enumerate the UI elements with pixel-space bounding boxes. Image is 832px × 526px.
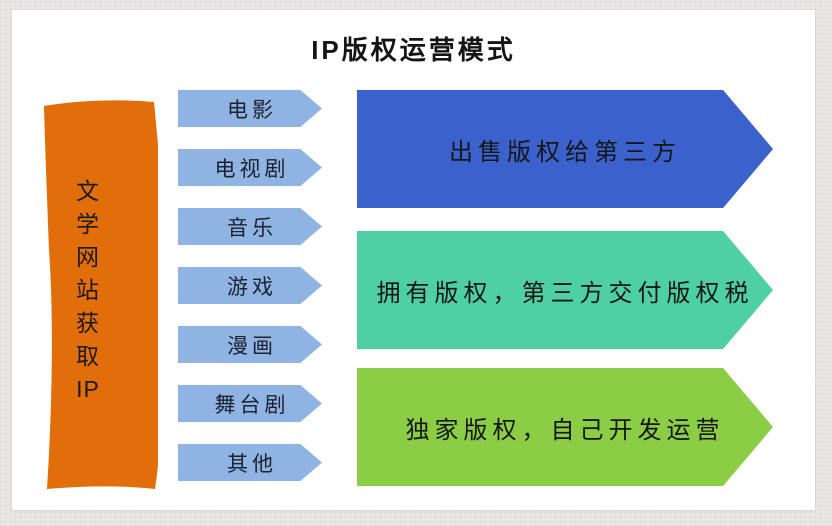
mode-arrow-own-copyright-royalty: 拥有版权，第三方交付版权税 (357, 231, 773, 349)
diagram-title: IP版权运营模式 (311, 35, 516, 65)
channel-label: 音乐 (227, 216, 277, 240)
source-shape: 文 学 网 站 获 取 IP (26, 88, 158, 492)
channel-arrow-movie: 电影 (178, 90, 322, 127)
channel-label: 其他 (227, 452, 277, 476)
source-label-line: 学 (76, 210, 100, 237)
diagram-panel: IP版权运营模式 文 学 网 站 获 取 IP 电影 电视剧 (12, 10, 815, 510)
channel-label: 舞台剧 (214, 393, 290, 417)
channel-list: 电影 电视剧 音乐 游戏 漫画 舞台剧 其他 (178, 90, 322, 503)
source-label-line: 站 (76, 276, 100, 303)
channel-arrow-stage-play: 舞台剧 (178, 385, 322, 422)
source-freeform-svg (44, 100, 158, 489)
mode-list: 出售版权给第三方 拥有版权，第三方交付版权税 独家版权，自己开发运营 (357, 90, 773, 496)
channel-arrow-other: 其他 (178, 444, 322, 481)
channel-label: 电视剧 (214, 157, 290, 181)
channel-label: 电影 (227, 98, 277, 122)
mode-arrow-sell-copyright: 出售版权给第三方 (357, 90, 773, 208)
channel-label: 漫画 (227, 334, 277, 358)
source-label-line: IP (76, 375, 100, 402)
channel-arrow-game: 游戏 (178, 267, 322, 304)
mode-label: 独家版权，自己开发运营 (405, 416, 725, 444)
source-freeform-path (44, 100, 158, 489)
mode-label: 拥有版权，第三方交付版权税 (376, 279, 754, 307)
channel-arrow-music: 音乐 (178, 208, 322, 245)
source-label-line: 取 (76, 342, 100, 369)
mode-arrow-exclusive-self-develop: 独家版权，自己开发运营 (357, 368, 773, 486)
source-label-line: 文 (76, 177, 100, 204)
source-label: 文 学 网 站 获 取 IP (26, 88, 150, 492)
channel-label: 游戏 (227, 275, 277, 299)
source-label-line: 获 (76, 309, 100, 336)
mode-label: 出售版权给第三方 (449, 138, 681, 166)
channel-arrow-tv-drama: 电视剧 (178, 149, 322, 186)
source-label-line: 网 (76, 243, 100, 270)
channel-arrow-comic: 漫画 (178, 326, 322, 363)
